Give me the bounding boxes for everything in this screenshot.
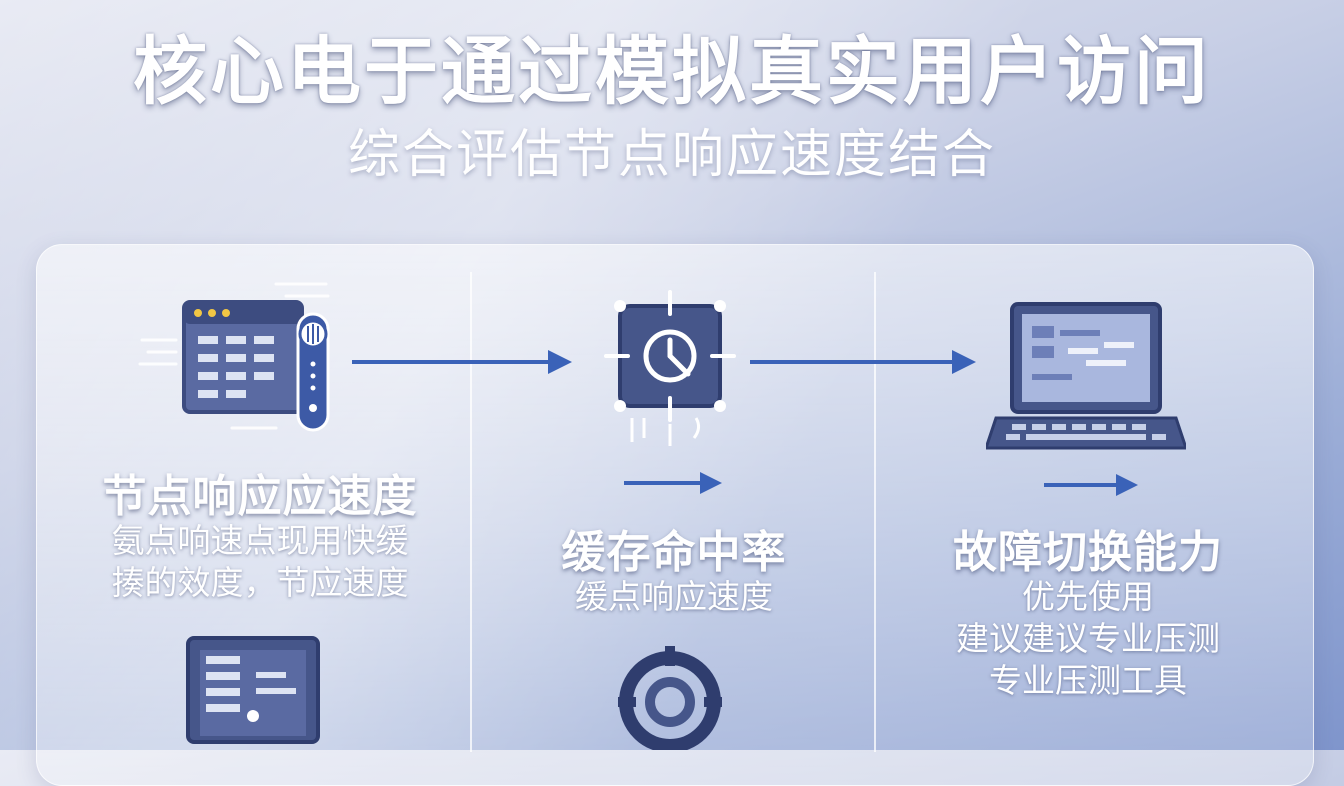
page-title: 核心电于通过模拟真实用户访问 [133, 29, 1211, 115]
step-3-desc-line-3: 专业压测工具 [989, 661, 1187, 700]
step-2-title: 缓存命中率 [561, 527, 787, 578]
page-subtitle: 综合评估节点响应速度结合 [347, 125, 996, 185]
step-1-title: 节点响应应速度 [102, 471, 418, 522]
flow-arrow-4 [1044, 474, 1138, 496]
step-3-desc-line-2: 建议建议专业压测 [956, 619, 1220, 658]
processor-chip-icon [604, 290, 736, 446]
server-dashboard-gauge-icon [138, 282, 330, 432]
flow-arrow-2 [750, 350, 976, 374]
step-3-title: 故障切换能力 [953, 527, 1223, 578]
column-divider-2 [874, 272, 876, 752]
step-2-desc-line-1: 缓点响应速度 [575, 577, 773, 616]
step-3-desc: 优先使用 建议建议专业压测 专业压测工具 [888, 576, 1288, 702]
step-3-desc-line-1: 优先使用 [1022, 577, 1154, 616]
target-gear-icon [618, 646, 722, 750]
monitor-icon [186, 636, 320, 744]
step-1-desc-line-1: 氨点响速点现用快缓 [111, 521, 409, 560]
column-divider-1 [470, 272, 472, 752]
flow-arrow-3 [624, 472, 722, 494]
step-2-desc: 缓点响应速度 [474, 576, 874, 618]
flow-arrow-1 [352, 350, 572, 374]
laptop-icon [986, 302, 1186, 450]
step-1-desc: 氨点响速点现用快缓 揍的效度，节应速度 [60, 520, 460, 604]
step-1-desc-line-2: 揍的效度，节应速度 [111, 563, 409, 602]
